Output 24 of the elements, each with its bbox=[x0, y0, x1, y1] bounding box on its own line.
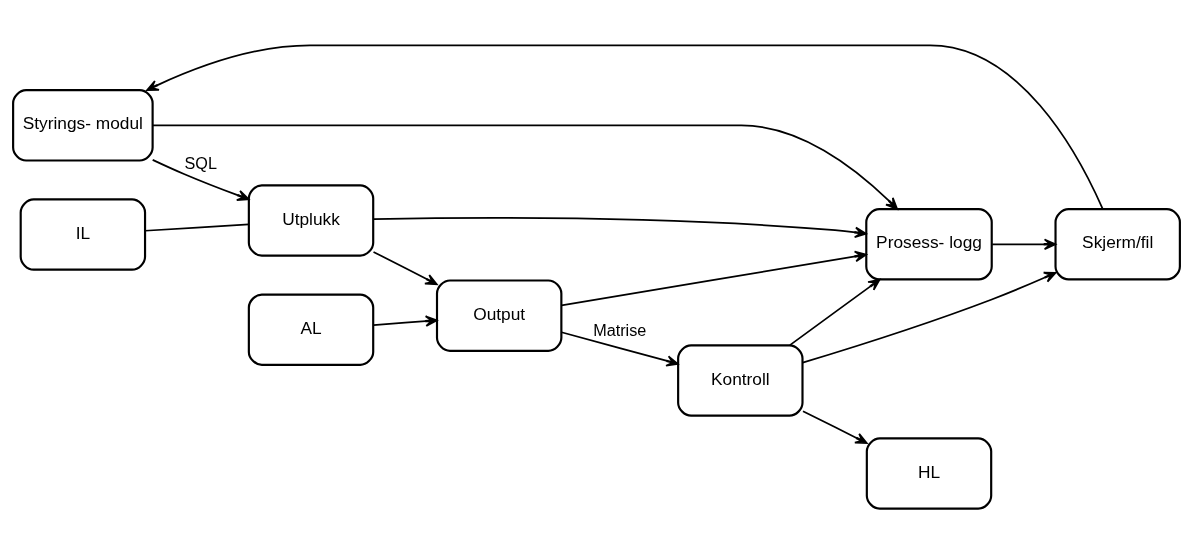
node-box: Styrings- modul bbox=[12, 88, 154, 162]
node-box: Utplukk bbox=[247, 183, 375, 257]
arrow bbox=[372, 216, 867, 238]
arrow bbox=[372, 314, 438, 327]
arrow bbox=[802, 409, 868, 444]
arrow bbox=[991, 238, 1057, 250]
arrow bbox=[560, 250, 867, 306]
arrow bbox=[151, 158, 250, 201]
node-box: Kontroll bbox=[677, 343, 804, 417]
node-box: HL bbox=[865, 436, 993, 510]
node-box: AL bbox=[247, 293, 375, 366]
node-box: Skjerm/fil bbox=[1054, 207, 1181, 280]
arrow bbox=[801, 271, 1057, 363]
edge-label: Matrise bbox=[593, 320, 647, 339]
arrow bbox=[789, 278, 881, 346]
node-box: Output bbox=[435, 278, 563, 352]
node-box: Prosess- logg bbox=[865, 207, 993, 280]
node-box: IL bbox=[19, 197, 147, 271]
arrow bbox=[372, 250, 438, 285]
connector bbox=[144, 222, 250, 232]
arrow bbox=[146, 43, 1104, 210]
edge-label: SQL bbox=[184, 153, 217, 172]
arrow bbox=[560, 330, 679, 367]
arrow bbox=[151, 123, 898, 210]
